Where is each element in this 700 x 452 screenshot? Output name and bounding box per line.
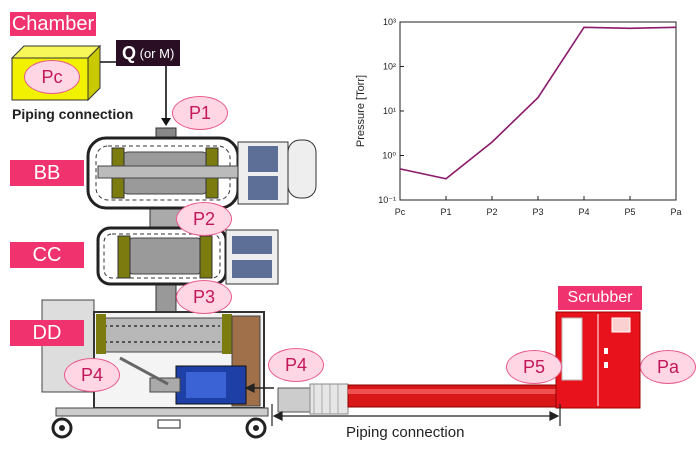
- scrubber-tag: Scrubber: [558, 286, 642, 310]
- plot-frame: [399, 21, 677, 201]
- x-tick-label-p5: P5: [624, 207, 635, 217]
- pressure-chart: 10⁻¹ 10⁰ 10¹ 10² 10³ Pc P1 P2 P3 P4 P5 Pa Pressure…: [355, 17, 682, 217]
- bubble-p5: P5: [506, 350, 562, 384]
- chamber-tag: Chamber: [10, 12, 96, 36]
- piping-connection-bottom: Piping connection: [346, 424, 465, 441]
- bubble-p1: P1: [172, 96, 228, 130]
- x-tick-label-p1: P1: [440, 207, 451, 217]
- x-tick-label-pa: Pa: [670, 207, 681, 217]
- y-tick-label: 10⁰: [382, 151, 396, 161]
- y-axis-label: Pressure [Torr]: [355, 75, 367, 147]
- flow-rate-suffix: (or M): [136, 45, 175, 61]
- x-tick-label-p3: P3: [532, 207, 543, 217]
- bb-pump-drawing: [86, 136, 317, 210]
- x-tick-label-pc: Pc: [395, 207, 406, 217]
- x-tick-label-p2: P2: [486, 207, 497, 217]
- bubble-p2: P2: [176, 202, 232, 236]
- flow-rate-label: Q (or M): [116, 40, 181, 66]
- bubble-p4-right: P4: [268, 348, 324, 382]
- piping-connection-top: Piping connection: [12, 106, 134, 122]
- cc-pump-drawing: [96, 226, 279, 286]
- bb-tag: BB: [10, 160, 84, 186]
- exhaust-pipe-drawing: [277, 383, 561, 415]
- cc-tag: CC: [10, 242, 84, 268]
- bubble-p4-left: P4: [64, 358, 120, 392]
- y-tick-label: 10⁻¹: [378, 195, 396, 205]
- bubble-pc: Pc: [24, 60, 80, 94]
- x-tick-label-p4: P4: [578, 207, 589, 217]
- bubble-p3: P3: [176, 280, 232, 314]
- flow-rate-symbol: Q: [122, 42, 137, 63]
- y-tick-label: 10²: [383, 62, 396, 72]
- y-tick-label: 10³: [383, 17, 396, 27]
- dd-pump-drawing: [41, 299, 269, 439]
- scrubber-drawing: [555, 311, 641, 409]
- bubble-pa: Pa: [640, 350, 696, 384]
- pressure-series-line: [399, 26, 677, 180]
- dd-tag: DD: [10, 320, 84, 346]
- y-tick-label: 10¹: [383, 106, 396, 116]
- piping-dimension: [244, 383, 561, 426]
